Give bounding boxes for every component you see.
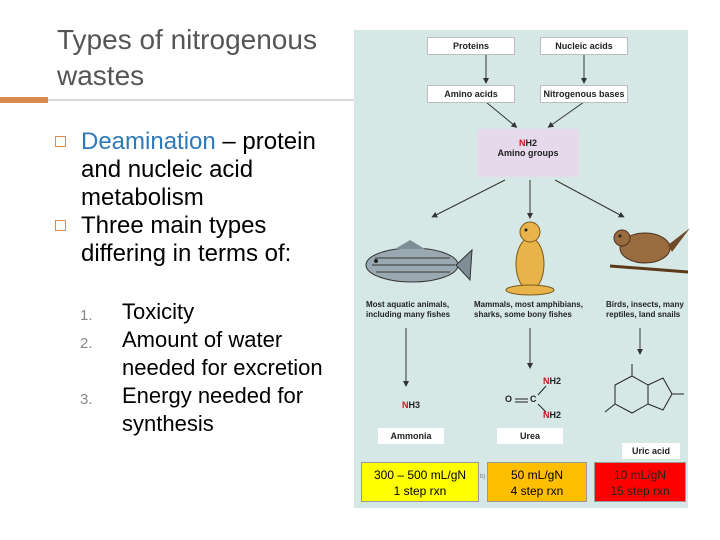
ammonia-formula: NH3 xyxy=(402,400,421,410)
amino-groups-box: NH2 Amino groups xyxy=(477,129,579,177)
bullet-text: – protein and nucleic acid metabolism xyxy=(81,128,316,211)
list-item: 3.Energy needed for synthesis xyxy=(80,383,304,436)
title-accent xyxy=(0,97,48,103)
slide-title: Types of nitrogenous wastes xyxy=(57,24,317,91)
urea-oxygen: O xyxy=(505,394,513,404)
uric-acid-structure xyxy=(604,364,684,414)
mammal-icon xyxy=(505,221,555,296)
nucleic-acids-box: Nucleic acids xyxy=(540,37,628,55)
bullet-highlight: Deamination xyxy=(81,128,216,155)
title-divider xyxy=(0,97,360,103)
bullet-three-types: Three main types differing in terms of: xyxy=(55,212,345,268)
aquatic-caption: Most aquatic animals, including many fis… xyxy=(366,300,451,319)
urea-carbon: C xyxy=(530,394,537,404)
proteins-box: Proteins xyxy=(427,37,515,55)
list-item: 1.Toxicity xyxy=(80,299,195,324)
bullet-list: Deamination – protein and nucleic acid m… xyxy=(55,128,345,268)
checkbox-bullet-icon xyxy=(55,136,66,147)
bullet-text: Three main types differing in terms of: xyxy=(81,212,292,267)
nitrogenous-bases-box: Nitrogenous bases xyxy=(540,85,628,103)
urea-label: Urea xyxy=(497,428,563,444)
bullet-deamination: Deamination – protein and nucleic acid m… xyxy=(55,128,345,212)
uric-acid-label: Uric acid xyxy=(622,443,680,459)
ammonia-label: Ammonia xyxy=(378,428,444,444)
tiny-label: b) xyxy=(480,474,486,480)
numbered-list: 1.Toxicity 2.Amount of water needed for … xyxy=(80,298,350,438)
list-item: 2.Amount of water needed for excretion xyxy=(80,327,323,380)
bird-icon xyxy=(609,228,690,274)
fish-icon xyxy=(365,240,473,283)
amino-acids-box: Amino acids xyxy=(427,85,515,103)
checkbox-bullet-icon xyxy=(55,220,66,231)
birds-caption: Birds, insects, many reptiles, land snai… xyxy=(606,300,684,319)
urea-nh2-top: NH2 xyxy=(543,376,562,386)
urea-nh2-bottom: NH2 xyxy=(543,410,562,420)
mammals-caption: Mammals, most amphibians, sharks, some b… xyxy=(474,300,583,319)
